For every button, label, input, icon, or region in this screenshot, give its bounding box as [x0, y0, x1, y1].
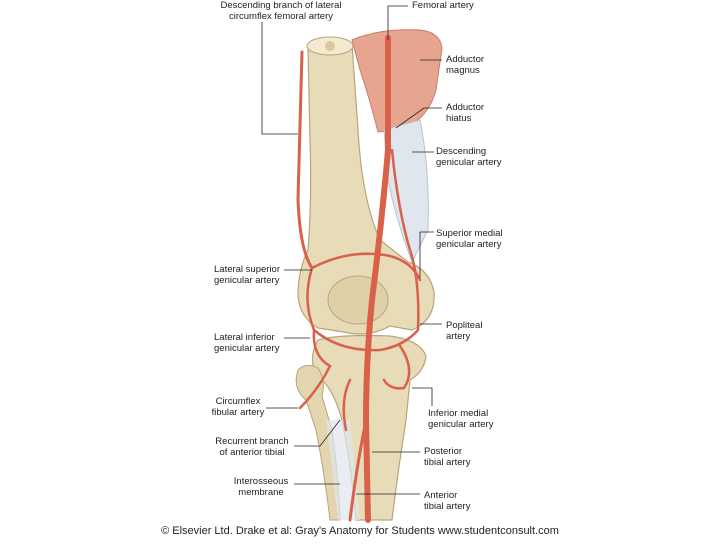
inferior-medial-genicular-vessel	[382, 344, 411, 390]
circumflex-fibular-vessel	[298, 364, 332, 410]
inferior-genicular-arc	[312, 328, 420, 352]
label-femoral-artery: Femoral artery	[412, 0, 474, 11]
anterior-tibial-vessel	[348, 418, 368, 522]
leader-descending-branch	[261, 22, 298, 135]
lateral-superior-genicular-vessel	[306, 266, 316, 332]
artery-network	[296, 35, 422, 523]
patella	[327, 275, 389, 325]
femur-medullary-cavity	[325, 41, 335, 51]
leader-adductor-hiatus	[395, 107, 442, 129]
leader-lines	[261, 5, 442, 495]
femoral-artery-vessel	[362, 35, 391, 523]
leader-femoral-artery	[387, 5, 408, 40]
descending-genicular-vessel	[390, 148, 420, 332]
copyright-notice: © Elsevier Ltd. Drake et al: Gray's Anat…	[161, 525, 559, 537]
interosseous-membrane-shape	[326, 420, 360, 520]
superior-genicular-arc	[310, 252, 422, 282]
adductor-tendon	[383, 119, 429, 264]
leader-superior-medial-genicular	[419, 231, 434, 278]
leader-inferior-medial-genicular	[412, 387, 433, 406]
leader-recurrent-branch	[294, 419, 341, 447]
tibia	[311, 334, 427, 521]
descending-branch-vessel	[296, 50, 314, 270]
adductor-magnus-muscle	[351, 29, 443, 133]
lateral-inferior-genicular-vessel	[312, 328, 332, 368]
recurrent-branch-vessel	[342, 378, 352, 432]
